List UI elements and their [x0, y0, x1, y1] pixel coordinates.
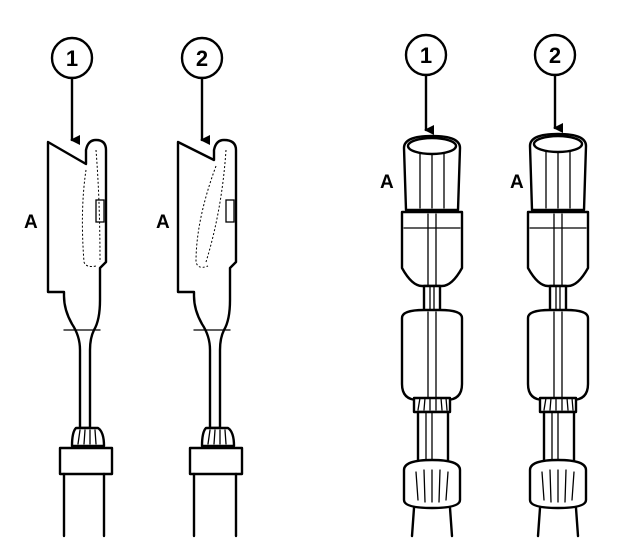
lower-sleeve-1 [400, 308, 464, 402]
label-a-flat-2: A [156, 212, 170, 233]
upper-sleeve-2 [526, 210, 590, 288]
round-terminal-1: 1 A [380, 33, 464, 538]
flat-terminal-2: 2 A [156, 36, 244, 538]
callout-1-right: 1 [404, 33, 448, 77]
callout-2-left: 2 [180, 36, 224, 80]
round-terminal-2: 2 A [510, 33, 590, 538]
blade-body-2 [176, 138, 238, 430]
blade-body-1 [46, 138, 108, 430]
callout-2-right-label: 2 [549, 43, 561, 68]
flat-terminal-1: 1 A [24, 36, 114, 538]
label-a-flat-1: A [24, 212, 38, 233]
upper-sleeve-1 [400, 210, 464, 288]
crimp-barrel-1 [70, 426, 106, 448]
callout-1-right-label: 1 [420, 43, 432, 68]
callout-2-left-label: 2 [196, 46, 208, 71]
insulation-crimp-2 [188, 446, 244, 476]
callout-1-left: 1 [50, 36, 94, 80]
lower-sleeve-2 [526, 308, 590, 402]
crimp-barrel-2 [200, 426, 236, 448]
callout-2-right: 2 [533, 33, 577, 77]
label-a-round-1: A [380, 172, 394, 193]
callout-1-left-label: 1 [66, 46, 78, 71]
label-a-round-2: A [510, 172, 524, 193]
insulation-crimp-1 [58, 446, 114, 476]
